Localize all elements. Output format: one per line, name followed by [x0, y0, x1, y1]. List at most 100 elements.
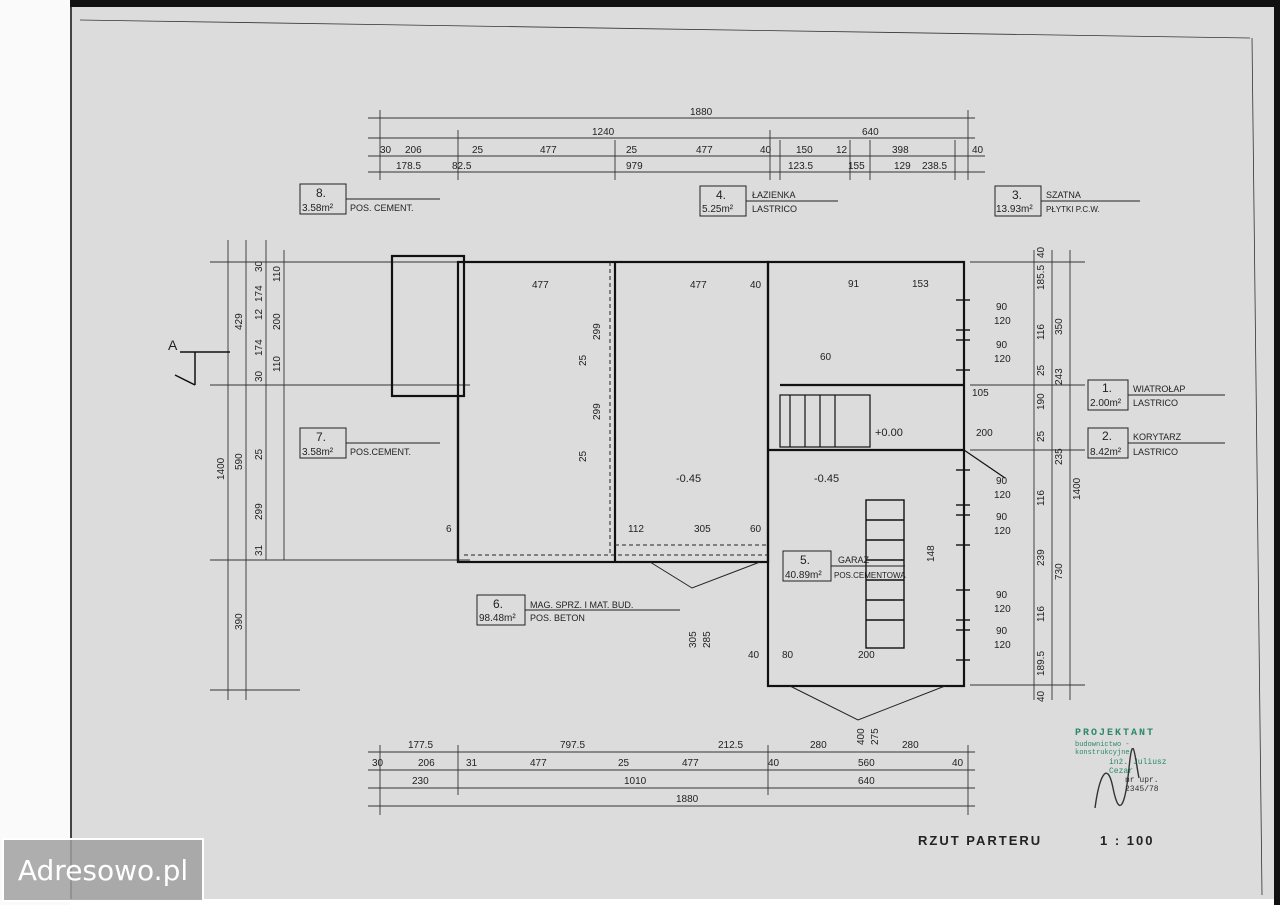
dim-int-15: 40	[748, 650, 760, 661]
room-5-name: GARAŻ	[838, 555, 870, 565]
dim-bot-r2-0: 30	[372, 758, 384, 769]
garage-bay	[649, 561, 946, 721]
dim-int-21: 105	[972, 388, 989, 399]
right-wall-windows	[956, 299, 970, 661]
dim-left-in2-2: 110	[272, 356, 283, 372]
dim-int-6: 25	[578, 450, 589, 462]
room-2-name: KORYTARZ	[1133, 432, 1182, 442]
dim-bot-r3-2: 640	[858, 776, 875, 787]
stamp-line1: budownictwo - konstrukcyjne	[1075, 741, 1130, 757]
scan-edge-top	[70, 0, 1280, 7]
dim-bot-r2-3: 477	[530, 758, 547, 769]
room-7-area: 3.58m²	[302, 447, 334, 458]
bottom-dimension-lines	[368, 745, 975, 815]
dim-top-r3-6: 40	[760, 145, 772, 156]
dim-top-r4-0: 178.5	[396, 161, 421, 172]
dim-bot-r1-4: 280	[902, 740, 919, 751]
dim-int-20: 60	[820, 352, 832, 363]
room-1-name: WIATROŁAP	[1133, 384, 1185, 394]
dim-win-90-e: 90	[996, 590, 1008, 601]
dim-left-299: 299	[254, 503, 265, 520]
dim-int-5: 299	[592, 403, 603, 420]
dim-int-4: 25	[578, 354, 589, 366]
room-3-finish: PŁYTKI P.C.W.	[1046, 205, 1100, 214]
dim-int-0: 477	[532, 280, 549, 291]
room-1-finish: LASTRICO	[1133, 398, 1178, 408]
dim-bot-r3-1: 1010	[624, 776, 647, 787]
dim-right-235: 235	[1054, 448, 1065, 465]
section-marker-label: A	[168, 337, 178, 353]
frame-lines	[79, 19, 1263, 896]
dim-left-in-5: 25	[254, 448, 265, 460]
dim-int-16: 400	[856, 728, 867, 745]
dim-int-7: 6	[446, 524, 452, 535]
dim-left-429: 429	[234, 313, 245, 330]
dim-left-390: 390	[234, 613, 245, 630]
dim-right-350: 350	[1054, 318, 1065, 335]
dim-int-1: 477	[690, 280, 707, 291]
dim-top-r3-4: 25	[626, 145, 638, 156]
left-margin	[0, 0, 70, 905]
watermark-logo[interactable]: Adresowo.pl	[2, 838, 204, 902]
signature	[1094, 748, 1140, 809]
dim-right-in-10: 40	[1036, 690, 1047, 702]
room-6-name: MAG. SPRZ. I MAT. BUD.	[530, 600, 633, 610]
dim-right-in-3: 25	[1036, 364, 1047, 376]
dim-right-in-4: 190	[1036, 393, 1047, 410]
dim-right-in-9: 189.5	[1036, 651, 1047, 676]
dim-top-r3-1: 206	[405, 145, 422, 156]
room-5-area: 40.89m²	[785, 570, 822, 581]
dim-int-9: 305	[694, 524, 711, 535]
dashed-lines	[464, 262, 768, 556]
room-1-number: 1.	[1102, 381, 1112, 395]
left-dimension-lines	[210, 240, 470, 700]
dim-int-10: 60	[750, 524, 762, 535]
dim-top-1240: 1240	[592, 127, 615, 138]
watermark-text: Adresowo.pl	[17, 853, 189, 887]
dim-right-in-0: 40	[1036, 246, 1047, 258]
dim-top-r3-5: 477	[696, 145, 713, 156]
room-8-number: 8.	[316, 186, 326, 200]
elevation-main: -0.45	[676, 473, 701, 485]
dim-right-243: 243	[1054, 368, 1065, 385]
scan-edge-right	[1274, 0, 1280, 905]
dim-bot-r2-7: 560	[858, 758, 875, 769]
dim-top-r3-9: 398	[892, 145, 909, 156]
stamp-title: PROJEKTANT	[1075, 728, 1156, 739]
dim-int-22: 200	[976, 428, 993, 439]
building-walls	[390, 254, 966, 688]
room-7-finish: POS.CEMENT.	[350, 447, 411, 457]
dim-win-90-b: 90	[996, 340, 1008, 351]
dim-right-730: 730	[1054, 563, 1065, 580]
room-2-area: 8.42m²	[1090, 447, 1122, 458]
dim-win-90-f: 90	[996, 626, 1008, 637]
dim-int-14: 200	[858, 650, 875, 661]
dim-bot-r2-6: 40	[768, 758, 780, 769]
dim-top-r3-8: 12	[836, 145, 848, 156]
dim-left-in2-0: 110	[272, 266, 283, 282]
elevation-garage: -0.45	[814, 473, 839, 485]
dim-left-in-0: 30	[254, 260, 265, 272]
dim-int-19: 91	[848, 279, 860, 290]
room-4-name: ŁAZIENKA	[752, 190, 796, 200]
drawing-sheet	[70, 6, 1277, 899]
room-6-area: 98.48m²	[479, 613, 516, 624]
dim-bot-r2-8: 40	[952, 758, 964, 769]
dim-bot-total: 1880	[676, 794, 699, 805]
dim-bot-r2-4: 25	[618, 758, 630, 769]
right-dimension-lines	[970, 250, 1085, 700]
room-3-number: 3.	[1012, 188, 1022, 202]
dim-right-in-1: 185.5	[1036, 265, 1047, 290]
dim-win-120-b: 120	[994, 354, 1011, 365]
room-4-area: 5.25m²	[702, 204, 734, 215]
garage-stair	[865, 499, 905, 649]
room-2-number: 2.	[1102, 429, 1112, 443]
dim-win-120-e: 120	[994, 604, 1011, 615]
dim-right-in-5: 25	[1036, 430, 1047, 442]
dim-int-8: 112	[628, 524, 644, 535]
elevation-entry: +0.00	[875, 427, 903, 439]
dim-right-in-7: 239	[1036, 549, 1047, 566]
dim-win-120-d: 120	[994, 526, 1011, 537]
